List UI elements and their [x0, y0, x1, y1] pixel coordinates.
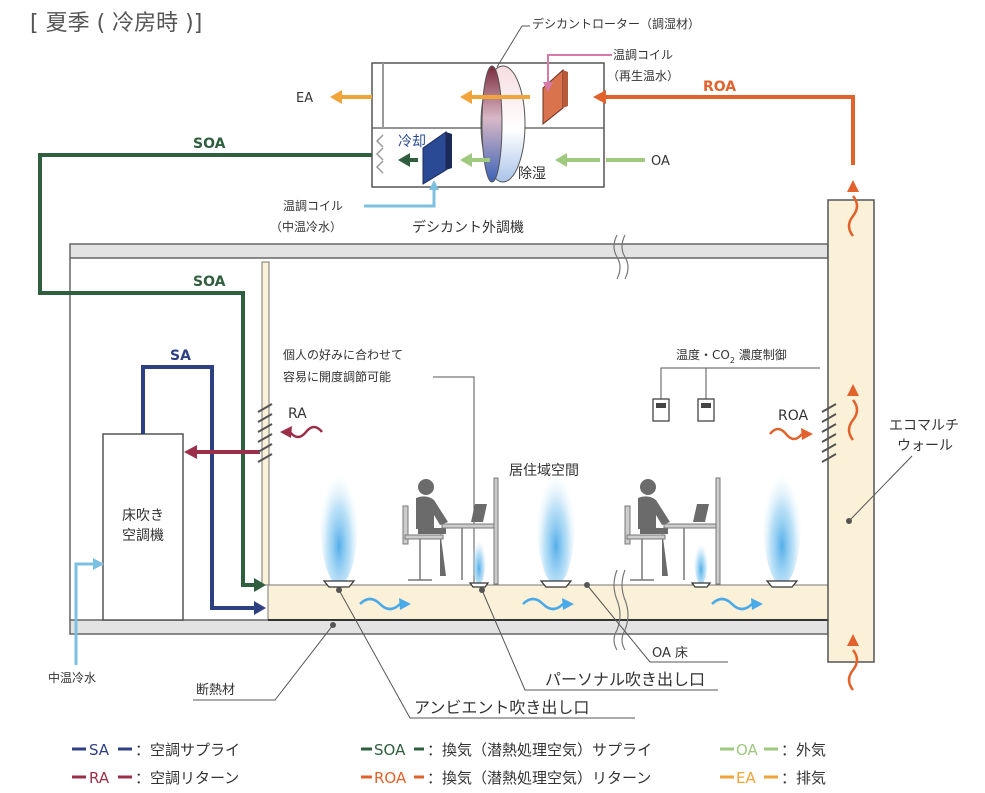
legend-abbr-roa: ROA: [374, 769, 407, 787]
ra-label: RA: [288, 406, 307, 422]
legend-desc-oa: ：外気: [781, 741, 826, 759]
cooling-label: 冷却: [398, 134, 426, 150]
living-space-label: 居住域空間: [509, 463, 579, 479]
ra-wave: [289, 425, 323, 439]
legend-item-sa: SA ：空調サプライ: [72, 741, 240, 759]
wall-roa-waves: [847, 180, 859, 691]
desiccant-unit-label: デシカント外調機: [412, 219, 524, 236]
insulation-label: 断熱材: [196, 683, 235, 698]
oa-floor-label: OA 床: [652, 646, 688, 661]
legend-item-soa: SOA ：換気（潜熱処理空気）サプライ: [361, 741, 652, 759]
sensor-box-2: [697, 398, 715, 422]
legend-desc-roa: ：換気（潜熱処理空気）リターン: [427, 769, 651, 787]
legend-item-ea: EA ：排気: [720, 769, 826, 787]
oa-floor-cavity: [267, 584, 829, 621]
personal-jet-1: [472, 532, 486, 584]
legend-desc-ra: ：空調リターン: [135, 769, 239, 787]
eco-multi-wall: [827, 199, 875, 663]
floor-flow-arrows: [359, 597, 763, 611]
temp-co2-label: 温度・CO2 濃度制御: [676, 347, 787, 365]
legend-abbr-ea: EA: [736, 769, 756, 787]
legend-item-ra: RA ：空調リターン: [72, 769, 239, 787]
floor-ac-label-2: 空調機: [122, 528, 164, 544]
heating-coil-label: 温調コイル: [613, 48, 673, 62]
ambient-outlet: [322, 580, 799, 588]
legend-desc-ea: ：排気: [781, 769, 826, 787]
cooling-coil: [422, 131, 452, 185]
ambient-jet-2: [537, 455, 575, 585]
legend-abbr-oa: OA: [736, 741, 759, 759]
desiccant-rotor: [480, 65, 526, 183]
ceiling-slab: [69, 243, 829, 259]
ecomulti-label-2: ウォール: [897, 438, 953, 454]
legend: SA ：空調サプライ SOA ：換気（潜熱処理空気）サプライ OA ：外気 RA…: [72, 741, 826, 787]
legend-abbr-sa: SA: [89, 741, 110, 759]
soa-mid-label: SOA: [193, 274, 226, 290]
regen-hot-water-label: （再生温水）: [607, 69, 679, 83]
personal-note-1: 個人の好みに合わせて: [283, 347, 403, 362]
partition-wall: [261, 261, 270, 586]
break-mark-bottom: [613, 569, 629, 651]
legend-item-roa: ROA ：換気（潜熱処理空気）リターン: [361, 769, 651, 787]
floor-ac-label-1: 床吹き: [122, 508, 164, 524]
personal-jet-2: [694, 536, 708, 584]
personal-note-2: 容易に開度調節可能: [283, 369, 391, 384]
floor-ac-unit: [102, 433, 184, 621]
legend-desc-soa: ：換気（潜熱処理空気）サプライ: [427, 741, 652, 759]
roa-top-label: ROA: [703, 79, 736, 95]
roa-grille: [821, 403, 837, 463]
personal-outlet-label: パーソナル吹き出し口: [545, 670, 705, 689]
ea-label: EA: [296, 91, 313, 106]
oa-label: OA: [651, 154, 670, 169]
legend-abbr-soa: SOA: [374, 741, 406, 759]
worker-2: [624, 477, 721, 585]
legend-desc-sa: ：空調サプライ: [135, 741, 240, 759]
legend-abbr-ra: RA: [89, 769, 110, 787]
page-title: [ 夏季 ( 冷房時 )]: [30, 11, 202, 36]
ambient-outlet-label: アンビエント吹き出し口: [414, 698, 589, 717]
worker-1: [402, 477, 499, 585]
roa-wave: [769, 427, 803, 441]
floor-slab: [69, 619, 829, 635]
desiccant-rotor-label: デシカントローター（調湿材）: [532, 16, 700, 31]
sensor-box-1: [652, 398, 670, 422]
soa-top-label: SOA: [193, 136, 226, 152]
sa-label: SA: [170, 348, 191, 364]
temp-coil2-label: 温調コイル: [283, 199, 343, 213]
ambient-jet-1: [320, 455, 358, 585]
mid-cold-water-label: 中温冷水: [48, 670, 96, 685]
ecomulti-label-1: エコマルチ: [889, 418, 959, 434]
break-mark-top: [613, 234, 629, 280]
mid-cold-water-paren-label: （中温冷水）: [270, 219, 342, 234]
ambient-jet-3: [763, 455, 801, 585]
legend-item-oa: OA ：外気: [720, 741, 826, 759]
dehumid-label: 除湿: [518, 166, 546, 182]
ra-grille: [257, 403, 273, 463]
roa-side-label: ROA: [778, 408, 809, 424]
